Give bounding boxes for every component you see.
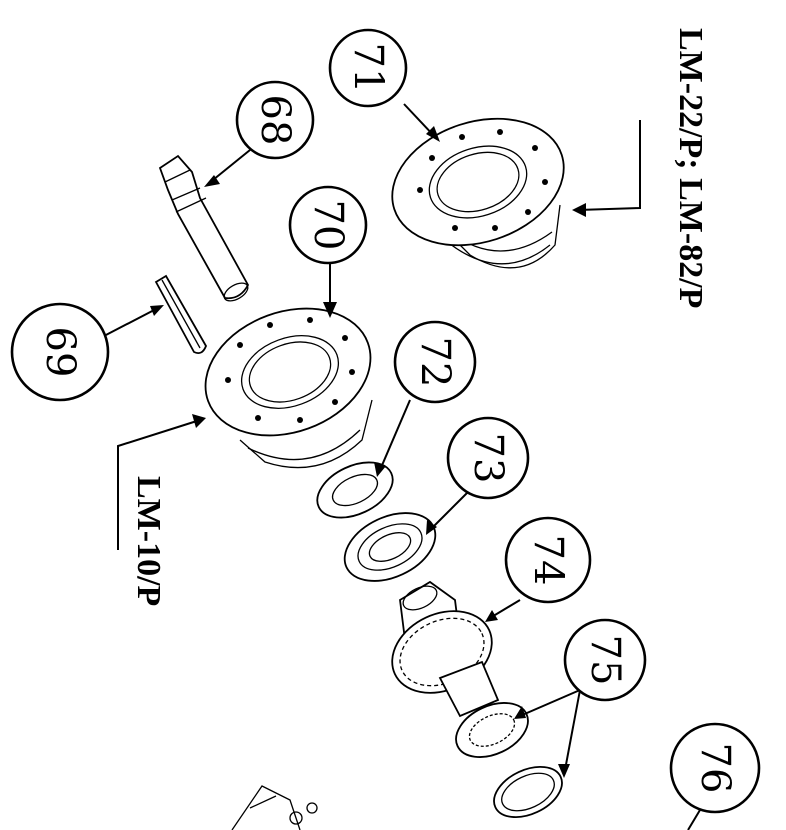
callout-71: 71 bbox=[328, 28, 408, 108]
part-68-shaft bbox=[158, 154, 250, 302]
part-72-seal bbox=[316, 461, 394, 519]
part-74-gear bbox=[391, 580, 500, 718]
part-75-bearing-set bbox=[455, 702, 563, 818]
callout-70-label: 70 bbox=[305, 200, 351, 251]
callout-74-label: 74 bbox=[525, 535, 571, 586]
arrow-heads bbox=[150, 126, 586, 778]
part-69-key bbox=[154, 274, 207, 355]
model-label-upper: LM-22/P; LM-82/P bbox=[672, 28, 709, 308]
partial-bracket bbox=[231, 785, 318, 830]
callout-73: 73 bbox=[446, 416, 530, 500]
callout-69-label: 69 bbox=[37, 327, 83, 378]
callout-70: 70 bbox=[288, 185, 368, 265]
callout-76: 76 bbox=[669, 722, 761, 814]
callout-74: 74 bbox=[504, 516, 592, 604]
part-70-housing bbox=[204, 307, 373, 469]
part-71-housing bbox=[391, 117, 565, 269]
callout-68-label: 68 bbox=[252, 95, 298, 146]
callout-68: 68 bbox=[235, 80, 315, 160]
callout-72: 72 bbox=[393, 320, 477, 404]
callout-75-label: 75 bbox=[582, 635, 628, 686]
callout-76-label: 76 bbox=[692, 743, 738, 794]
callout-71-label: 71 bbox=[345, 43, 391, 94]
callout-73-label: 73 bbox=[465, 433, 511, 484]
callout-72-label: 72 bbox=[412, 337, 458, 388]
callout-75: 75 bbox=[563, 618, 647, 702]
callout-69: 69 bbox=[10, 302, 110, 402]
model-label-lower: LM-10/P bbox=[130, 476, 167, 606]
